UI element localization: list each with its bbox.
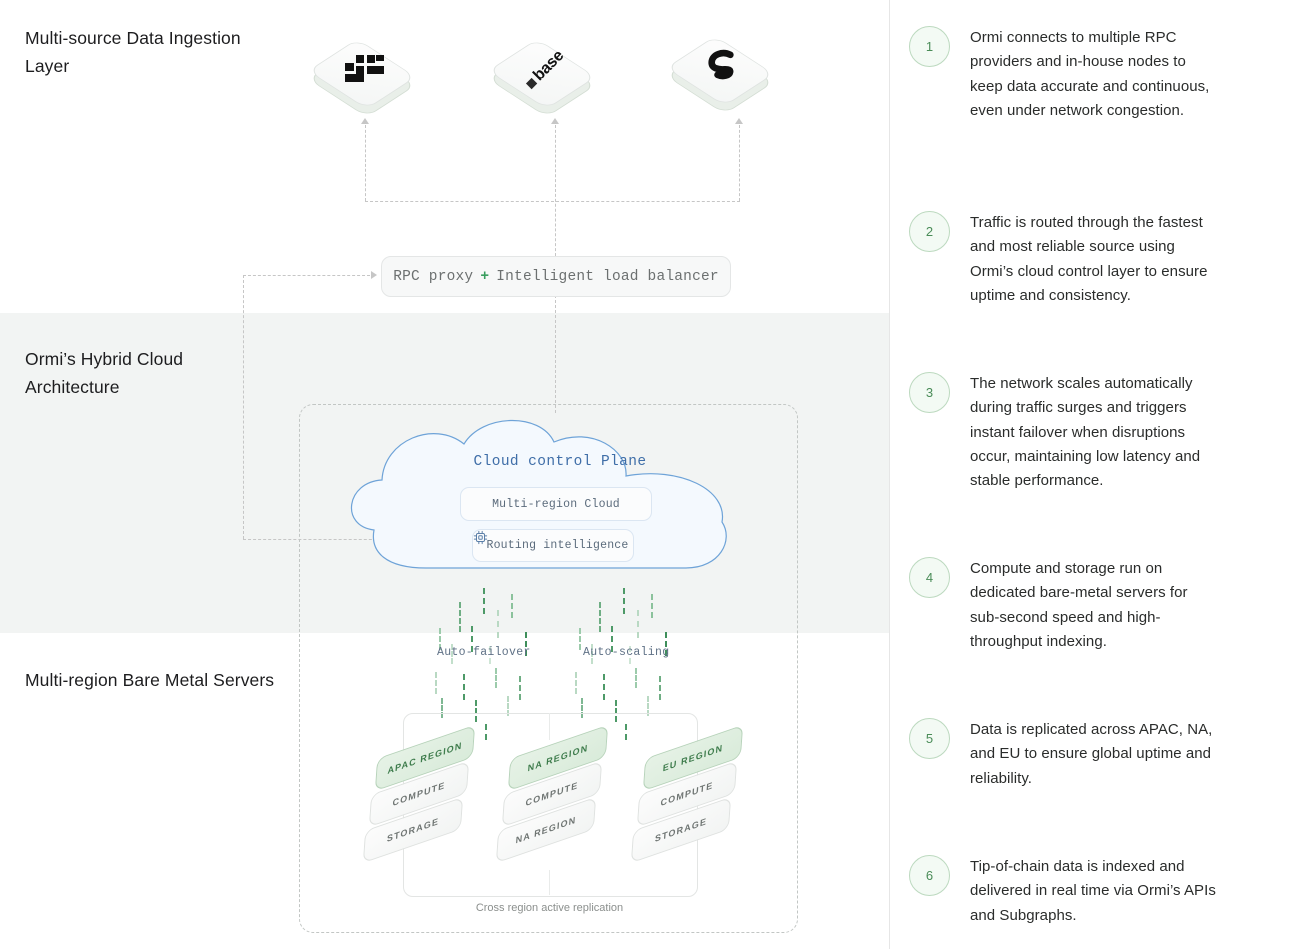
step-number-badge: 2 bbox=[909, 211, 950, 252]
step-description: The network scales automatically during … bbox=[970, 375, 1201, 490]
step-item-1: 1 Ormi connects to multiple RPC provider… bbox=[890, 26, 1303, 123]
cloud-chip-label: Multi-region Cloud bbox=[492, 497, 620, 511]
section-label-hybrid: Ormi’s Hybrid Cloud Architecture bbox=[25, 349, 184, 397]
replication-caption: Cross region active replication bbox=[475, 902, 624, 914]
architecture-diagram: Multi-source Data Ingestion Layer Ormi’s… bbox=[0, 28, 890, 933]
step-description: Traffic is routed through the fastest an… bbox=[970, 214, 1208, 304]
cloud-control-plane: Cloud control Plane Multi-region Cloud R… bbox=[330, 410, 790, 585]
cloud-chip-routing-intelligence[interactable]: Routing intelligence bbox=[472, 529, 634, 562]
step-description: Ormi connects to multiple RPC providers … bbox=[970, 29, 1210, 119]
connector-base bbox=[555, 125, 556, 256]
slab-label: STORAGE bbox=[654, 815, 708, 845]
step-item-3: 3 The network scales automatically durin… bbox=[890, 372, 1303, 493]
slab-label: COMPUTE bbox=[392, 779, 446, 809]
connector-bnb bbox=[365, 125, 366, 201]
bnb-logo-icon bbox=[310, 31, 420, 109]
region-stack-na[interactable]: NA REGION COMPUTE NA REGION bbox=[495, 724, 617, 864]
connector-bus bbox=[365, 201, 740, 202]
rpc-pill-right: Intelligent load balancer bbox=[496, 268, 719, 285]
region-stack-eu[interactable]: EU REGION COMPUTE STORAGE bbox=[630, 724, 752, 864]
step-number-badge: 6 bbox=[909, 855, 950, 896]
connector-pill-to-cloud bbox=[555, 295, 556, 413]
connector-sonic bbox=[739, 125, 740, 201]
section-label-ingestion: Multi-source Data Ingestion Layer bbox=[25, 28, 241, 76]
hybrid-cloud-container bbox=[299, 404, 798, 933]
step-item-4: 4 Compute and storage run on dedicated b… bbox=[890, 557, 1303, 654]
connector-feedback-top bbox=[243, 275, 370, 276]
slab-label: COMPUTE bbox=[525, 779, 579, 809]
rain-label-auto-failover: Auto-failover bbox=[437, 646, 531, 659]
arrow-up-base bbox=[551, 118, 559, 124]
rain-label-auto-scaling: Auto-scaling bbox=[583, 646, 670, 659]
step-number-badge: 5 bbox=[909, 718, 950, 759]
step-item-2: 2 Traffic is routed through the fastest … bbox=[890, 211, 1303, 308]
step-number-badge: 3 bbox=[909, 372, 950, 413]
step-item-5: 5 Data is replicated across APAC, NA, an… bbox=[890, 718, 1303, 791]
rpc-pill-plus: + bbox=[480, 268, 490, 285]
chain-node-bnb[interactable] bbox=[307, 31, 420, 118]
arrow-up-sonic bbox=[735, 118, 743, 124]
sonic-logo-icon bbox=[668, 28, 778, 106]
step-description: Data is replicated across APAC, NA, and … bbox=[970, 721, 1213, 787]
connector-feedback-side bbox=[243, 275, 244, 539]
base-logo-icon: base bbox=[490, 31, 600, 109]
chain-node-base[interactable]: base bbox=[487, 31, 600, 118]
steps-sidebar: 1 Ormi connects to multiple RPC provider… bbox=[890, 0, 1303, 949]
section-label-baremetal: Multi-region Bare Metal Servers bbox=[25, 670, 275, 690]
region-stack-apac[interactable]: APAC REGION COMPUTE STORAGE bbox=[362, 724, 484, 864]
cloud-title: Cloud control Plane bbox=[473, 454, 647, 470]
arrow-up-bnb bbox=[361, 118, 369, 124]
arrow-right-pill bbox=[371, 271, 377, 279]
slab-label: STORAGE bbox=[386, 815, 440, 845]
step-description: Compute and storage run on dedicated bar… bbox=[970, 560, 1188, 650]
step-number-badge: 1 bbox=[909, 26, 950, 67]
panel-divider bbox=[889, 0, 890, 949]
step-item-6: 6 Tip-of-chain data is indexed and deliv… bbox=[890, 855, 1303, 928]
base-wordmark: base bbox=[530, 47, 568, 85]
slab-label: COMPUTE bbox=[660, 779, 714, 809]
cloud-chip-multi-region[interactable]: Multi-region Cloud bbox=[460, 487, 652, 521]
step-description: Tip-of-chain data is indexed and deliver… bbox=[970, 858, 1216, 924]
step-number-badge: 4 bbox=[909, 557, 950, 598]
rpc-pill-left: RPC proxy bbox=[393, 268, 474, 285]
rpc-proxy-pill[interactable]: RPC proxy + Intelligent load balancer bbox=[381, 256, 731, 297]
chain-node-sonic[interactable] bbox=[665, 28, 778, 115]
cloud-chip-label: Routing intelligence bbox=[486, 539, 629, 552]
